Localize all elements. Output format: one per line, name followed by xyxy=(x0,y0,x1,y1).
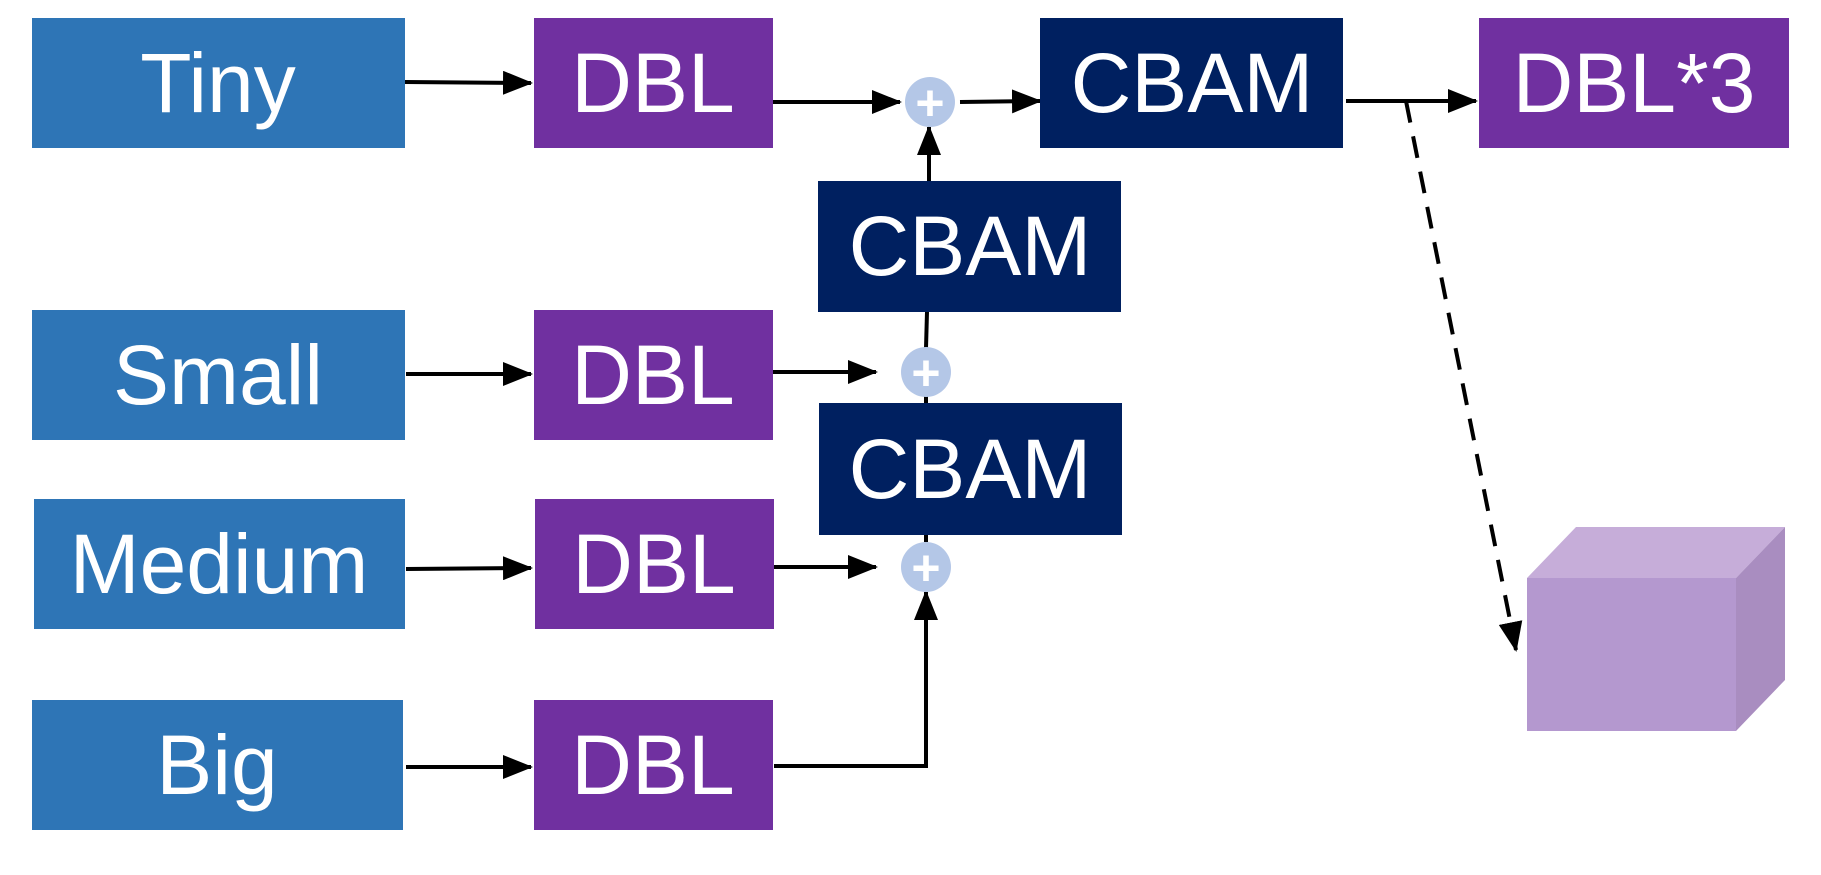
dbl-block-3-label: DBL xyxy=(572,517,735,611)
cbam-block-top: CBAM xyxy=(1040,18,1343,148)
cbam-block-lower-label: CBAM xyxy=(849,422,1092,516)
add-node-2: + xyxy=(901,345,951,401)
input-tiny: Tiny xyxy=(32,18,405,148)
plus-icon: + xyxy=(915,75,944,131)
arrow-tiny-to-dbl xyxy=(404,70,533,95)
input-big: Big xyxy=(32,700,403,830)
input-small: Small xyxy=(32,310,405,440)
input-small-label: Small xyxy=(113,328,323,422)
dbl-block-4: DBL xyxy=(534,700,773,830)
input-big-label: Big xyxy=(156,718,277,812)
input-medium-label: Medium xyxy=(70,517,369,611)
cube-top-face xyxy=(1527,527,1785,578)
cube-front-face xyxy=(1527,578,1736,731)
input-tiny-label: Tiny xyxy=(140,36,296,130)
dbl-block-1: DBL xyxy=(534,18,773,148)
cbam-block-lower: CBAM xyxy=(819,403,1122,535)
cbam-block-top-label: CBAM xyxy=(1071,36,1314,130)
dbl3-block-label: DBL*3 xyxy=(1513,36,1756,130)
dashed-arrow-to-output-cube xyxy=(1404,100,1523,652)
cbam-block-upper: CBAM xyxy=(818,181,1121,312)
dbl-block-3: DBL xyxy=(535,499,774,629)
dbl-block-2-label: DBL xyxy=(571,328,734,422)
arrow-medium-to-dbl xyxy=(405,556,533,581)
output-cube-icon xyxy=(1527,527,1785,731)
arrow-plus1-to-cbam-top xyxy=(959,89,1042,114)
cbam-block-upper-label: CBAM xyxy=(849,199,1092,293)
dbl3-block: DBL*3 xyxy=(1479,18,1789,148)
plus-icon: + xyxy=(911,540,940,596)
cube-side-face xyxy=(1736,527,1785,731)
dbl-block-2: DBL xyxy=(534,310,773,440)
line-plus2-to-cbam-upper xyxy=(924,311,929,349)
add-node-1: + xyxy=(905,75,955,131)
input-medium: Medium xyxy=(34,499,405,629)
add-node-3: + xyxy=(901,540,951,596)
plus-icon: + xyxy=(911,345,940,401)
arrow-dbl4-to-plus3 xyxy=(774,590,938,768)
connectors xyxy=(404,70,1523,779)
dbl-block-4-label: DBL xyxy=(571,718,734,812)
dbl-block-1-label: DBL xyxy=(571,36,734,130)
